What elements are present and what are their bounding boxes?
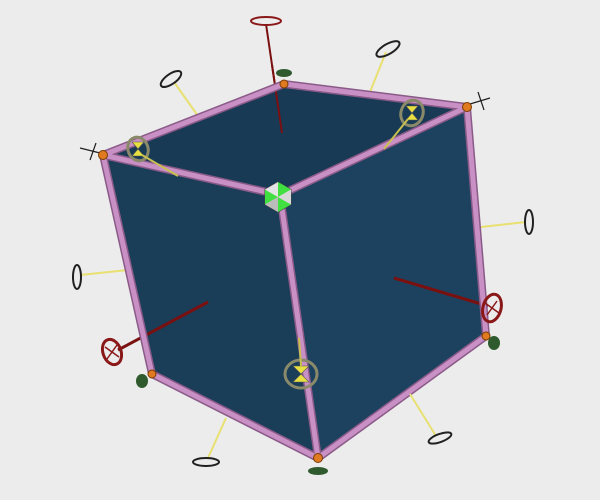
left-rotation-ring-icon[interactable] [99,337,125,368]
stem-bottom-right [409,393,437,437]
side-rotation-rings[interactable] [99,292,504,367]
stem-top-right [369,51,387,93]
edge-front-vertical[interactable] [277,192,321,461]
back-handles [72,16,534,475]
hexagon-pivot-icon[interactable] [264,181,292,213]
vertex-dot-icon[interactable] [147,369,157,379]
edge-top-front-left[interactable] [100,152,283,198]
vertex-dot-icon[interactable] [313,453,323,463]
left-face-normal [117,300,209,352]
vertex-dot-icon[interactable] [98,150,108,160]
edge-top-front-right[interactable] [277,104,470,198]
edge-grip-icon[interactable] [308,467,328,475]
corner-tick [89,142,97,161]
vertex-handles[interactable] [98,79,491,463]
top-left-rotation-ring-icon[interactable] [158,68,183,90]
hourglass-ring-icon[interactable] [383,97,427,150]
right-face-normal [393,276,489,308]
hourglass-ring-icon[interactable] [283,337,319,390]
stem-bottom-left [207,417,227,459]
corner-tick [477,91,485,111]
corner-tick [469,97,491,105]
edge-right-vertical[interactable] [464,104,489,339]
vertex-dot-icon[interactable] [279,79,289,89]
edge-bottom-right[interactable] [315,333,489,461]
left-rotation-ring-icon[interactable] [72,264,82,290]
vertex-dot-icon[interactable] [462,102,472,112]
edge-grip-icon[interactable] [276,69,292,77]
stem-right [471,221,527,229]
vertex-dot-icon[interactable] [481,331,491,341]
stem-left [79,269,129,276]
bottom-right-rotation-ring-icon[interactable] [427,430,453,446]
right-rotation-ring-icon[interactable] [524,209,534,235]
top-rotation-ring-icon[interactable] [250,16,282,26]
edge-grip-icon[interactable] [488,336,500,350]
stem-top-left [173,81,199,117]
edge-bottom-left[interactable] [149,371,321,461]
face-normals [117,64,489,352]
hourglass-ring-icon[interactable] [124,134,179,177]
edge-top-back-right[interactable] [281,81,470,110]
face-gizmos[interactable] [124,97,427,390]
edge-left-vertical[interactable] [100,152,155,377]
right-rotation-ring-icon[interactable] [480,292,505,324]
top-right-rotation-ring-icon[interactable] [374,38,402,60]
front-handles [79,91,491,467]
edge-grip-icon[interactable] [136,374,148,388]
top-face-normal [271,64,283,134]
cube-edges[interactable] [99,80,490,462]
corner-tick [79,147,101,154]
bottom-left-rotation-ring-icon[interactable] [192,457,220,467]
